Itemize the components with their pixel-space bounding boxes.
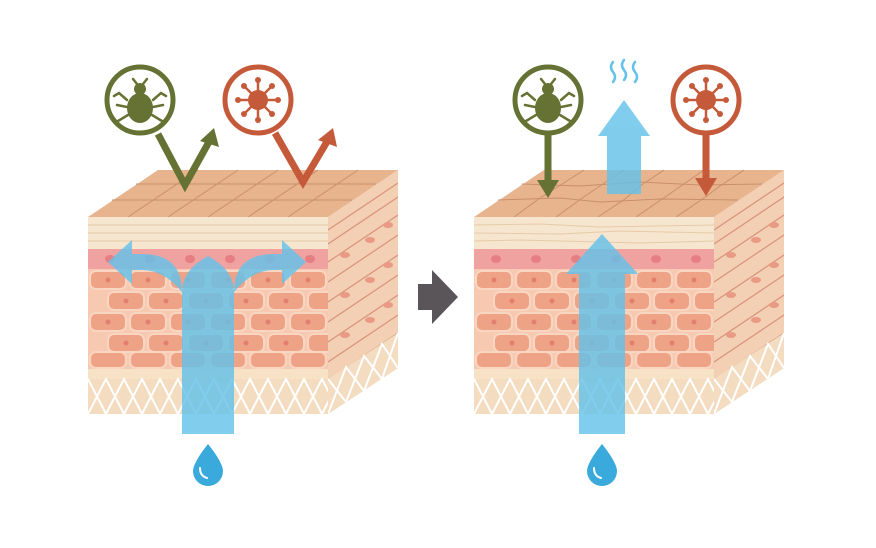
mite-icon — [112, 77, 168, 123]
right-arrow-icon — [418, 270, 458, 324]
steam-icon — [609, 58, 639, 84]
mite-penetrating — [512, 64, 584, 198]
panel-healthy-skin — [88, 64, 398, 486]
virus-icon — [683, 77, 729, 123]
germ-deflected — [222, 64, 337, 189]
germ-penetrating — [670, 64, 742, 196]
mite-icon — [520, 77, 576, 123]
virus-icon — [235, 77, 281, 123]
skin-block-left — [88, 169, 398, 414]
side-lattice — [714, 333, 784, 414]
panel-damaged-skin — [474, 58, 784, 486]
water-drop-icon — [193, 444, 223, 486]
skin-block-right — [474, 169, 784, 414]
water-flow-retained — [108, 240, 306, 434]
water-drop-icon — [587, 444, 617, 486]
side-lattice — [328, 333, 398, 414]
water-flow-escaping — [566, 100, 650, 434]
mite-deflected — [104, 64, 219, 193]
